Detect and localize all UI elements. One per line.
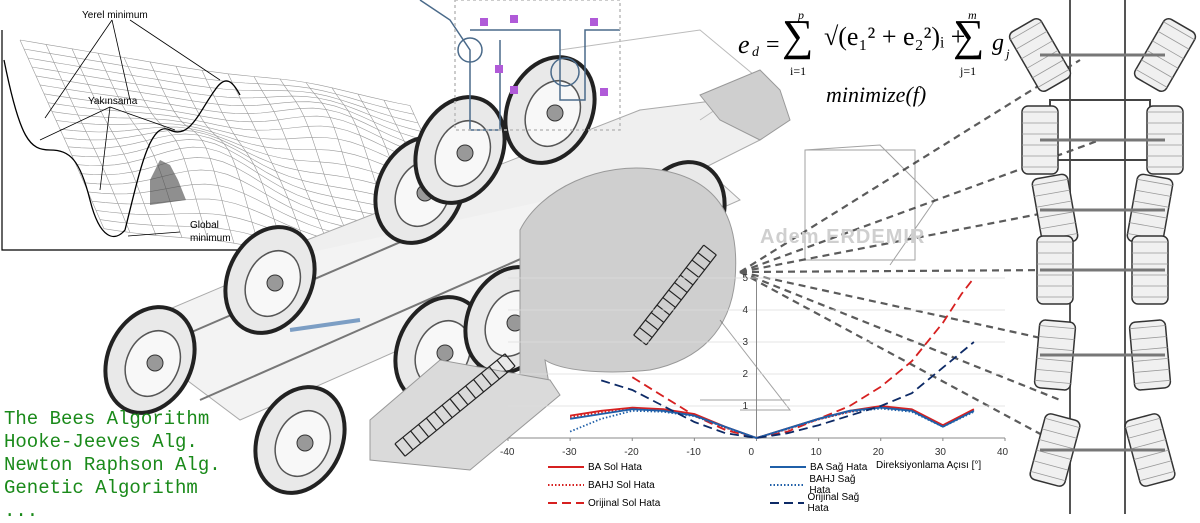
global-min-peak <box>150 160 186 205</box>
formula-sum2-top: m <box>968 8 977 22</box>
legend-label: BAHJ Sol Hata <box>588 479 655 491</box>
legend-swatch <box>770 484 806 486</box>
formula-lhs-sub: d <box>752 45 759 60</box>
formula-sum1-bottom: i=1 <box>790 64 807 78</box>
detail-panel-lower <box>369 359 561 471</box>
x-tick-label: 30 <box>935 447 947 458</box>
series-line <box>569 407 975 439</box>
formula-sum1-top: p <box>798 8 804 22</box>
algorithm-item: Hooke-Jeeves Alg. <box>4 431 198 453</box>
algorithm-item: Genetic Algorithm <box>4 477 198 499</box>
cost-curve <box>3 59 241 238</box>
y-tick-label: 1 <box>743 401 749 412</box>
top-view-chassis <box>1008 0 1197 514</box>
formula-minimize: minimize(f) <box>826 82 927 107</box>
legend-label: Orijinal Sağ Hata <box>807 492 860 514</box>
error-chart: 1 2 3 4 5 -40 -30 -20 -10 0 10 20 30 40 <box>500 273 1009 458</box>
legend-item: BAHJ Sağ Hata <box>770 474 878 496</box>
legend-item: BAHJ Sol Hata <box>548 478 655 492</box>
x-tick-label: 20 <box>873 447 885 458</box>
suspension-schematic <box>419 0 621 131</box>
series-line <box>600 341 975 439</box>
legend-item: Orijinal Sağ Hata <box>770 492 878 514</box>
legend-swatch <box>548 484 584 486</box>
x-tick-label: 10 <box>811 447 823 458</box>
surface-axes <box>1 30 260 251</box>
formula-sum2-bottom: j=1 <box>960 64 977 78</box>
x-tick-label: -20 <box>624 447 639 458</box>
chart-xlabel: Direksiyonlama Açısı [°] <box>876 460 982 471</box>
legend-swatch <box>548 502 584 504</box>
y-tick-label: 5 <box>743 273 749 284</box>
formula-radical: √(e₁² + e₂²)ᵢ + <box>824 22 966 51</box>
wheel <box>253 385 347 495</box>
legend-label: BA Sol Hata <box>588 461 642 473</box>
label-global-2: minimum <box>190 233 231 244</box>
y-tick-label: 2 <box>743 369 749 380</box>
x-tick-label: -40 <box>500 447 515 458</box>
watermark: Adem ERDEMIR <box>760 226 926 248</box>
label-local-min: Yerel minimum <box>82 10 148 21</box>
detail-panel <box>519 167 737 401</box>
algorithm-item: Newton Raphson Alg. <box>4 454 221 476</box>
label-convergence: Yakınsama <box>88 96 138 107</box>
detail-panel-upper <box>699 69 791 141</box>
projection-lines <box>739 59 1101 451</box>
label-global-1: Global <box>190 220 219 231</box>
algorithm-item: ... <box>4 500 39 522</box>
legend-swatch <box>548 466 584 468</box>
algorithm-list: The Bees Algorithm Hooke-Jeeves Alg. New… <box>4 408 221 523</box>
x-tick-label: 40 <box>997 447 1009 458</box>
formula-equals: = <box>766 32 780 58</box>
legend-item: BA Sağ Hata <box>770 460 867 474</box>
algorithm-item: The Bees Algorithm <box>4 408 210 430</box>
legend-swatch <box>770 466 806 468</box>
y-tick-label: 3 <box>743 337 749 348</box>
legend-label: BAHJ Sağ Hata <box>809 474 856 496</box>
y-tick-label: 4 <box>743 305 749 316</box>
x-tick-label: -10 <box>686 447 701 458</box>
wheel <box>413 95 507 205</box>
formula-sum2: ∑ <box>953 11 985 60</box>
formula-sum1: ∑ <box>782 11 814 60</box>
wheel <box>223 225 317 335</box>
wheel <box>103 305 197 415</box>
legend-item: BA Sol Hata <box>548 460 642 474</box>
formula-g: g <box>992 30 1004 56</box>
formula-g-sub: j <box>1006 46 1010 61</box>
legend-swatch <box>770 502 804 504</box>
steering-linkages <box>394 244 717 457</box>
formula-lhs: e <box>738 30 750 59</box>
annotation-arrows <box>39 19 221 237</box>
x-tick-label: 0 <box>749 447 755 458</box>
suspension-markers <box>480 15 608 96</box>
legend-label: Orijinal Sol Hata <box>588 497 661 509</box>
legend-item: Orijinal Sol Hata <box>548 496 660 510</box>
x-tick-label: -30 <box>562 447 577 458</box>
legend-label: BA Sağ Hata <box>810 461 868 473</box>
